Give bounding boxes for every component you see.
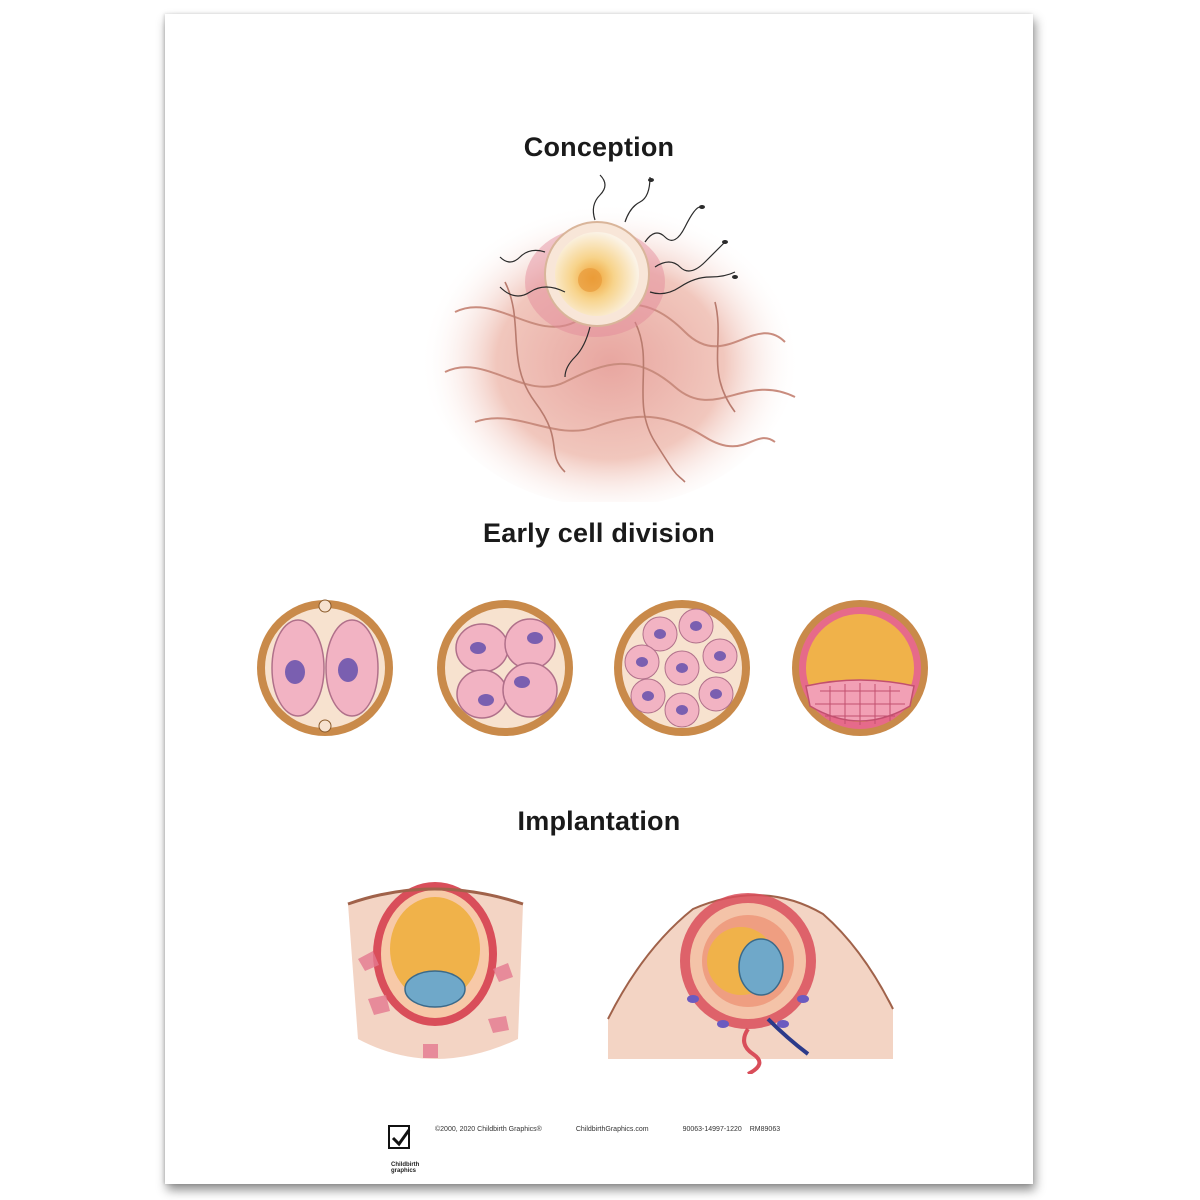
childbirth-graphics-logo <box>388 1125 411 1149</box>
sperm-cells <box>499 174 736 378</box>
four-cell-stage <box>437 600 573 736</box>
implantation-illustration <box>347 882 894 1074</box>
tissue-background <box>420 187 800 502</box>
conception-illustration <box>420 174 800 502</box>
heading-early-cell-division: Early cell division <box>483 518 715 548</box>
late-implantation <box>607 893 894 1074</box>
blastocyst-stage <box>792 600 928 736</box>
logo-line-1: Childbirth <box>391 1162 420 1168</box>
poster-sheet: Conception <box>165 14 1033 1184</box>
footer-copyright: ©2000, 2020 Childbirth Graphics® <box>435 1126 542 1133</box>
logo-line-2: graphics <box>391 1168 417 1174</box>
footer-info: ©2000, 2020 Childbirth Graphics® Childbi… <box>435 1126 780 1133</box>
heading-conception: Conception <box>523 132 675 162</box>
eight-cell-stage <box>614 600 750 736</box>
logo-wordmark: Childbirth graphics <box>391 1162 419 1174</box>
early-implantation <box>347 882 524 1059</box>
footer-item: RM89063 <box>749 1126 781 1133</box>
footer-code: 90063-14997-1220 <box>682 1126 742 1133</box>
cell-division-illustration <box>257 599 928 736</box>
footer-website: ChildbirthGraphics.com <box>575 1126 649 1133</box>
heading-implantation: Implantation <box>517 806 681 836</box>
two-cell-stage <box>257 599 393 736</box>
